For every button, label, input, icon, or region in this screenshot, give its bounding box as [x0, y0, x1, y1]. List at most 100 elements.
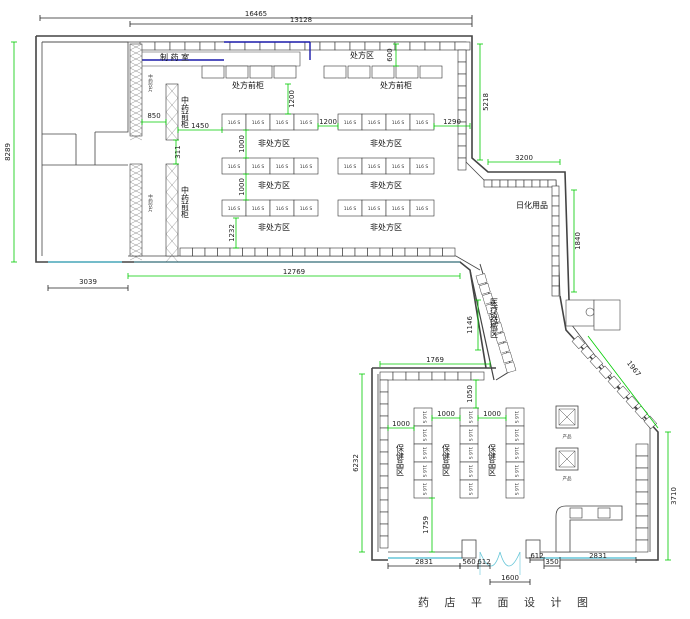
dim-6232: 6232	[352, 454, 360, 472]
shelf-unit-label: 1L6 S	[368, 206, 381, 212]
register-2	[597, 507, 611, 519]
counter-x	[165, 163, 179, 179]
lower-left-shelf	[379, 475, 389, 489]
lower-left-shelf	[379, 439, 389, 453]
wall-cabinet	[244, 41, 261, 51]
dim-1000b: 1000	[238, 178, 246, 196]
shelf-unit-label: 1L6 S	[467, 447, 473, 460]
dim-1050: 1050	[466, 385, 474, 403]
lower-right-shelf	[635, 539, 649, 553]
upper-room-wall	[36, 35, 570, 301]
dim-1200a: 1200	[288, 90, 296, 108]
wall-cabinet	[274, 41, 291, 51]
tcm-front-counter	[165, 83, 179, 141]
corridor-shelf	[491, 322, 504, 334]
hatch	[129, 103, 143, 111]
restroom-box-2	[593, 299, 621, 331]
shelf-unit-label: 1L6 S	[513, 447, 519, 460]
shelf-unit-label: 1L6 S	[252, 164, 265, 170]
wall-cabinet	[229, 41, 246, 51]
lower-right-shelf	[635, 515, 649, 529]
dim-1000d: 1000	[437, 410, 455, 418]
lower-left-shelf	[379, 511, 389, 525]
display-label-2: 产品	[563, 475, 572, 482]
lower-left-shelf	[379, 451, 389, 465]
wall-cabinet	[394, 41, 411, 51]
dim-1146: 1146	[466, 316, 474, 334]
shelf-unit-label: 1L6 S	[300, 206, 313, 212]
bottom-wall-shelf	[367, 247, 381, 257]
shelf-unit-label: 1L6 S	[344, 206, 357, 212]
rx-front-cabinet	[371, 65, 395, 79]
right-wall-shelf-2	[551, 205, 560, 217]
hatch	[129, 91, 143, 99]
dim-1000c: 1000	[392, 420, 410, 428]
register	[569, 507, 583, 519]
rx-front-cabinet	[249, 65, 273, 79]
lower-top-shelf	[470, 371, 485, 381]
shelf-unit-label: 1L6 S	[513, 465, 519, 478]
display-box-1-x	[558, 408, 576, 426]
hatch	[129, 181, 143, 189]
dim-1600: 1600	[501, 574, 519, 582]
hatch	[129, 205, 143, 213]
diag-shelf	[507, 179, 517, 188]
bottom-wall-shelf	[217, 247, 231, 257]
right-wall-shelf-2	[551, 185, 560, 197]
dim-612b: 612	[530, 552, 543, 560]
sink-icon	[585, 307, 595, 317]
diag-shelf	[531, 179, 541, 188]
right-wall-shelf-2	[551, 245, 560, 257]
corridor-shelf	[504, 361, 517, 374]
dim-1000a: 1000	[238, 135, 246, 153]
hatch	[129, 61, 143, 69]
drawing-title: 药 店 平 面 设 计 图	[418, 595, 594, 609]
bottom-wall-shelf	[317, 247, 331, 257]
dim-1769: 1769	[426, 356, 444, 364]
tcm-cabinet-label-1: 中药饮片	[148, 73, 153, 94]
right-wall-shelf	[457, 97, 467, 111]
wall-cabinet	[454, 41, 471, 51]
diag-lower-shelf	[616, 385, 631, 400]
right-wall-shelf-2	[551, 285, 560, 297]
lower-right-shelf	[635, 479, 649, 493]
wall-cabinet	[439, 41, 456, 51]
hatch	[129, 121, 143, 129]
right-wall-shelf-2	[551, 275, 560, 287]
corridor-shelf	[501, 351, 514, 364]
diag-lower-shelf	[607, 375, 622, 390]
rx-front-cabinet	[419, 65, 443, 79]
lower-left-shelf	[379, 523, 389, 537]
bottom-wall-shelf	[404, 247, 418, 257]
right-wall-shelf	[457, 49, 467, 63]
rx-counter-label-right: 处方前柜	[380, 80, 412, 90]
wall-cabinet	[214, 41, 231, 51]
shelf-unit-label: 1L6 S	[467, 465, 473, 478]
shelf-unit-label: 1L6 S	[421, 465, 427, 478]
wall-cabinet	[319, 41, 336, 51]
dim-1290: 1290	[443, 118, 461, 126]
shelf-unit-label: 1L6 S	[421, 447, 427, 460]
lower-gondola-3	[505, 479, 525, 499]
cashier-counter	[555, 505, 623, 553]
shelf-unit-label: 1L6 S	[421, 483, 427, 496]
lower-top-shelf	[405, 371, 420, 381]
hatch	[129, 223, 143, 231]
shelf-unit-label: 1L6 S	[467, 429, 473, 442]
display-box-2-x	[558, 450, 576, 468]
wall-cabinet	[304, 41, 321, 51]
shelf-unit-label: 1L6 S	[421, 429, 427, 442]
tcm-front-counter-2	[165, 163, 179, 257]
shelf-unit-label: 1L6 S	[416, 120, 429, 126]
lower-top-shelf	[379, 371, 394, 381]
bottom-wall-shelf	[342, 247, 356, 257]
otc-zone-2a: 非处方区	[258, 180, 290, 190]
hatch	[129, 247, 143, 255]
bottom-wall-shelf	[267, 247, 281, 257]
wall-cabinet	[289, 41, 306, 51]
corridor-shelf	[478, 283, 491, 295]
dim-1200b: 1200	[319, 118, 337, 126]
hatch	[129, 211, 143, 219]
